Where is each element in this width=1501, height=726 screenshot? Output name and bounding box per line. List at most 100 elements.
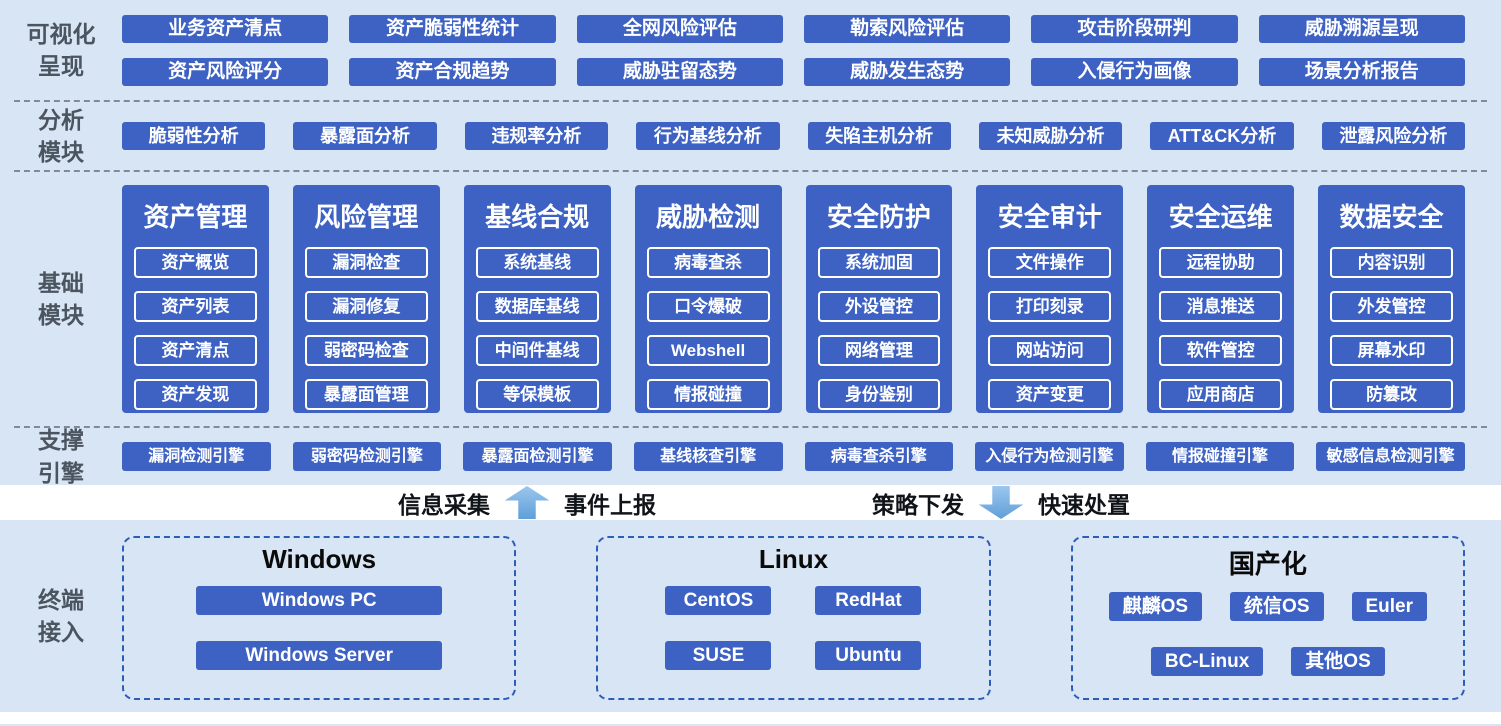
terminal-group-title: Linux <box>758 544 829 574</box>
visualization-row-1: 业务资产清点 资产脆弱性统计 全网风险评估 勒索风险评估 攻击阶段研判 威胁溯源… <box>122 14 1465 43</box>
basic-modules-section: 基础 模块 资产管理 资产概览 资产列表 资产清点 资产发现 风险管理 漏洞检查… <box>0 172 1501 426</box>
terminal-os-item: CentOS <box>665 586 772 615</box>
terminal-os-item: Windows PC <box>196 586 443 615</box>
module-item: 打印刻录 <box>988 291 1112 322</box>
analysis-item: 脆弱性分析 <box>122 122 266 150</box>
module-item: 资产变更 <box>988 379 1112 410</box>
module-card-data-security: 数据安全 内容识别 外发管控 屏幕水印 防篡改 <box>1318 185 1465 413</box>
module-item: 资产概览 <box>134 247 257 278</box>
analysis-item: 未知威胁分析 <box>978 122 1123 150</box>
dashed-separator <box>14 426 1487 428</box>
analysis-item: 行为基线分析 <box>636 122 780 150</box>
engine-item: 情报碰撞引擎 <box>1145 442 1295 471</box>
module-item: 屏幕水印 <box>1330 335 1453 366</box>
analysis-item: ATT&CK分析 <box>1150 122 1294 150</box>
analysis-item: 泄露风险分析 <box>1321 122 1465 150</box>
module-card-title: 安全审计 <box>997 202 1102 232</box>
module-card-baseline-compliance: 基线合规 系统基线 数据库基线 中间件基线 等保模板 <box>463 185 611 413</box>
arrow-down-icon <box>978 486 1024 519</box>
engine-item: 病毒查杀引擎 <box>804 442 954 471</box>
terminal-group-windows: Windows Windows PC Windows Server <box>122 536 517 700</box>
module-item: 身份鉴别 <box>817 379 941 410</box>
module-item: 病毒查杀 <box>646 247 770 278</box>
module-item: 资产清点 <box>134 335 257 366</box>
module-item: 暴露面管理 <box>304 379 428 410</box>
terminal-os-item: Ubuntu <box>815 641 922 670</box>
bottom-strip <box>0 712 1501 724</box>
engines-section: 支撑 引擎 漏洞检测引擎 弱密码检测引擎 暴露面检测引擎 基线核查引擎 病毒查杀… <box>0 427 1501 486</box>
flow-label-report: 事件上报 <box>564 491 656 518</box>
module-item: 中间件基线 <box>475 335 599 366</box>
flow-label-collect: 信息采集 <box>398 491 490 518</box>
terminal-os-item: Windows Server <box>196 641 443 670</box>
module-item: 内容识别 <box>1330 247 1453 278</box>
module-card-threat-detection: 威胁检测 病毒查杀 口令爆破 Webshell 情报碰撞 <box>634 185 782 413</box>
visualization-section: 可视化 呈现 业务资产清点 资产脆弱性统计 全网风险评估 勒索风险评估 攻击阶段… <box>0 0 1501 100</box>
module-item: 口令爆破 <box>646 291 770 322</box>
module-card-title: 威胁检测 <box>656 202 761 232</box>
module-card-security-protection: 安全防护 系统加固 外设管控 网络管理 身份鉴别 <box>805 185 953 413</box>
flow-label-dispose: 快速处置 <box>1038 491 1130 518</box>
module-card-risk-management: 风险管理 漏洞检查 漏洞修复 弱密码检查 暴露面管理 <box>292 185 440 413</box>
terminal-os-item: BC-Linux <box>1150 647 1264 676</box>
engine-item: 敏感信息检测引擎 <box>1316 442 1465 471</box>
terminal-group-title: Windows <box>262 544 377 574</box>
module-item: 消息推送 <box>1159 291 1283 322</box>
terminal-os-item: SUSE <box>665 641 772 670</box>
module-item: 外设管控 <box>817 291 941 322</box>
module-item: 网络管理 <box>817 335 941 366</box>
terminal-os-item: RedHat <box>815 586 922 615</box>
dashed-separator <box>14 100 1487 102</box>
viz-item: 场景分析报告 <box>1258 57 1465 86</box>
terminal-os-item: 其他OS <box>1291 647 1385 676</box>
module-item: 系统基线 <box>475 247 599 278</box>
side-label-visualization: 可视化 呈现 <box>26 20 96 79</box>
analysis-item: 暴露面分析 <box>293 122 437 150</box>
viz-item: 全网风险评估 <box>576 14 783 43</box>
module-item: 资产发现 <box>134 379 257 410</box>
engine-item: 入侵行为检测引擎 <box>975 442 1124 471</box>
viz-item: 资产合规趋势 <box>349 57 556 86</box>
module-item: 等保模板 <box>475 379 599 410</box>
module-item: 网站访问 <box>988 335 1112 366</box>
engine-item: 基线核查引擎 <box>633 442 783 471</box>
analysis-section: 分析 模块 脆弱性分析 暴露面分析 违规率分析 行为基线分析 失陷主机分析 未知… <box>0 102 1501 170</box>
viz-item: 入侵行为画像 <box>1031 57 1238 86</box>
module-card-title: 安全防护 <box>826 202 931 232</box>
dashed-separator <box>14 170 1487 172</box>
module-item: 数据库基线 <box>475 291 599 322</box>
module-item: 情报碰撞 <box>646 379 770 410</box>
module-item: 防篡改 <box>1330 379 1453 410</box>
module-item: 外发管控 <box>1330 291 1453 322</box>
module-card-title: 安全运维 <box>1168 202 1273 232</box>
viz-item: 资产风险评分 <box>122 57 329 86</box>
module-item: 远程协助 <box>1159 247 1283 278</box>
module-card-security-operations: 安全运维 远程协助 消息推送 软件管控 应用商店 <box>1147 185 1295 413</box>
analysis-item: 违规率分析 <box>464 122 609 150</box>
engine-item: 暴露面检测引擎 <box>463 442 612 471</box>
terminal-group-title: 国产化 <box>1228 549 1307 579</box>
module-item: Webshell <box>646 335 770 366</box>
module-item: 应用商店 <box>1159 379 1283 410</box>
engines-row: 漏洞检测引擎 弱密码检测引擎 暴露面检测引擎 基线核查引擎 病毒查杀引擎 入侵行… <box>122 442 1465 471</box>
module-card-security-audit: 安全审计 文件操作 打印刻录 网站访问 资产变更 <box>976 185 1124 413</box>
data-flow-band: 信息采集 事件上报 策略下发 快速处置 <box>0 485 1501 520</box>
module-item: 文件操作 <box>988 247 1112 278</box>
module-card-asset-management: 资产管理 资产概览 资产列表 资产清点 资产发现 <box>122 185 269 413</box>
terminal-group-linux: Linux CentOS RedHat SUSE Ubuntu <box>596 536 991 700</box>
visualization-row-2: 资产风险评分 资产合规趋势 威胁驻留态势 威胁发生态势 入侵行为画像 场景分析报… <box>122 57 1465 86</box>
module-card-title: 基线合规 <box>485 202 590 232</box>
arrow-up-icon <box>504 486 550 519</box>
side-label-basic-modules: 基础 模块 <box>38 269 84 328</box>
viz-item: 威胁驻留态势 <box>576 57 783 86</box>
module-item: 软件管控 <box>1159 335 1283 366</box>
module-item: 漏洞检查 <box>304 247 428 278</box>
engine-item: 漏洞检测引擎 <box>122 442 271 471</box>
side-label-analysis: 分析 模块 <box>38 106 84 165</box>
viz-item: 勒索风险评估 <box>803 14 1011 43</box>
flow-label-policy: 策略下发 <box>872 491 964 518</box>
terminal-group-domestic: 国产化 麒麟OS 统信OS Euler BC-Linux 其他OS <box>1070 536 1465 700</box>
terminal-os-item: 统信OS <box>1230 592 1324 621</box>
side-label-engines: 支撑 引擎 <box>38 427 84 486</box>
module-item: 弱密码检查 <box>304 335 428 366</box>
